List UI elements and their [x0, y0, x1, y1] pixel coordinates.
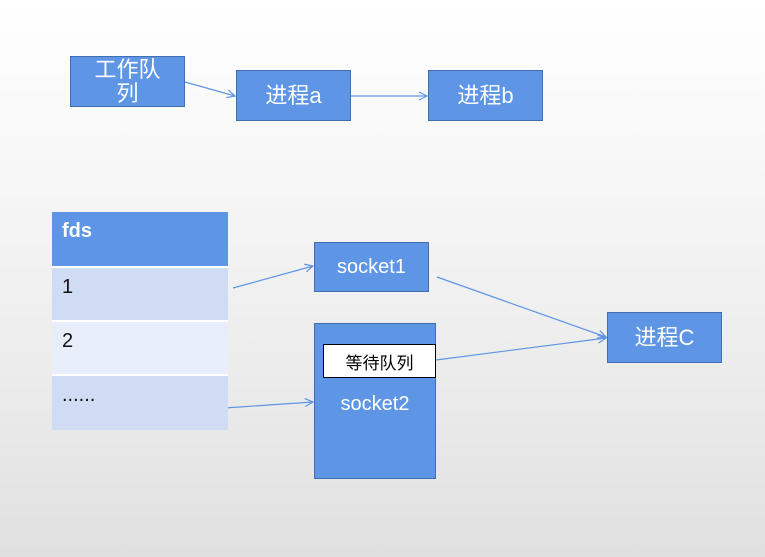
fds-row: ...... [52, 376, 228, 430]
fds-header: fds [52, 212, 228, 268]
process-b-box: 进程b [428, 70, 543, 121]
wait-queue-label: 等待队列 [345, 353, 414, 373]
arrow-fd1-to-socket1 [232, 266, 313, 289]
process-c-box: 进程C [607, 312, 722, 363]
arrow-waitqueue-to-process-c [435, 338, 606, 361]
process-b-label: 进程b [457, 82, 514, 108]
process-a-label: 进程a [265, 82, 322, 108]
socket1-box: socket1 [314, 242, 429, 292]
process-c-label: 进程C [634, 324, 695, 350]
process-a-box: 进程a [236, 70, 351, 121]
arrow-fdn-to-socket2 [224, 402, 313, 409]
fds-row: 1 [52, 268, 228, 322]
arrow-socket1-to-process-c [436, 276, 606, 337]
work-queue-label: 工作队列 [94, 56, 161, 106]
arrow-queue-to-process-a [184, 81, 235, 96]
wait-queue-box: 等待队列 [323, 344, 436, 378]
fds-row: 2 [52, 322, 228, 376]
socket2-label: socket2 [340, 393, 410, 415]
socket1-label: socket1 [337, 256, 406, 278]
fds-table: fds 1 2 ...... [52, 212, 228, 430]
work-queue-box: 工作队列 [70, 56, 185, 107]
